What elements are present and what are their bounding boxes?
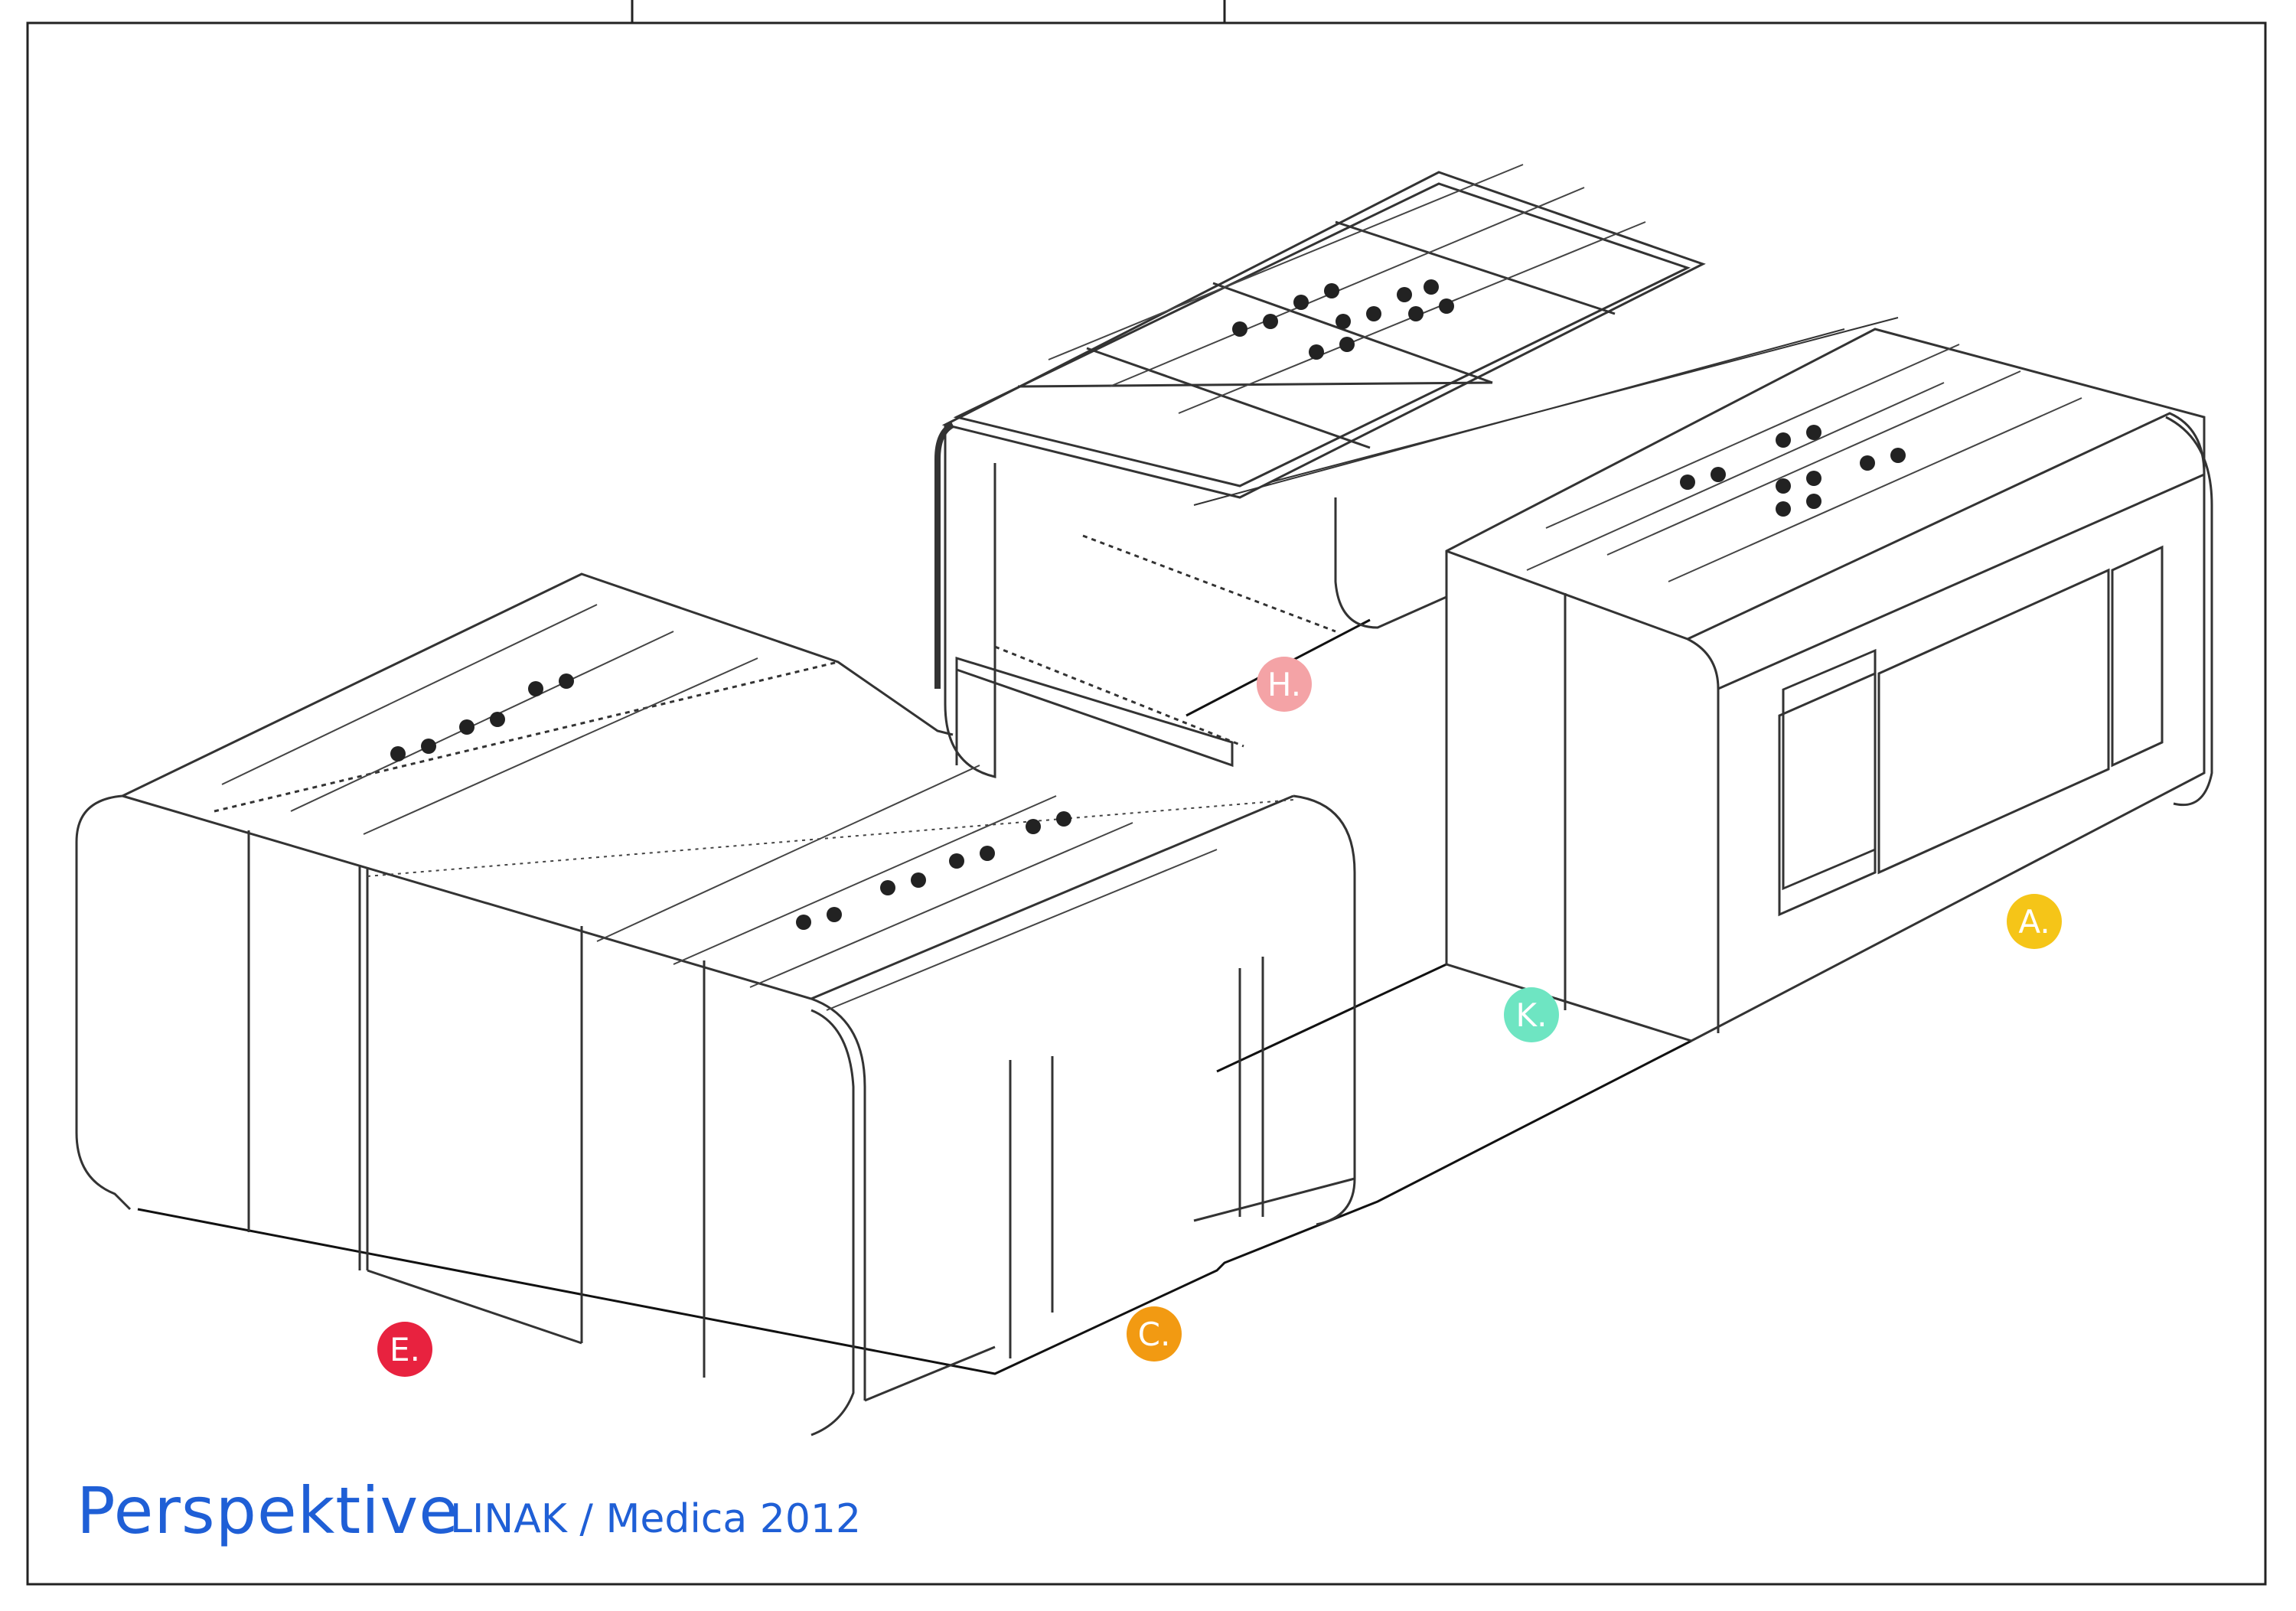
drawing-title: Perspektive (77, 1473, 459, 1548)
upper-ceiling-frame (934, 171, 1899, 778)
zone-marker-k: K. (1504, 987, 1559, 1042)
left-module (75, 572, 1356, 1437)
floor-outline (137, 618, 1692, 1375)
right-module (1445, 328, 2213, 1042)
zone-marker-c: C. (1127, 1306, 1182, 1362)
zone-marker-h: H. (1257, 657, 1312, 712)
project-caption: LINAK / Medica 2012 (450, 1496, 862, 1542)
left-module-light-fixtures (390, 673, 1071, 930)
right-module-ceiling-grid (1526, 344, 2082, 582)
right-module-light-fixtures (1680, 425, 1906, 517)
upper-frame-ceiling-grid (1048, 164, 1646, 414)
left-module-ceiling-grid (221, 604, 1294, 1011)
zone-marker-a: A. (2007, 894, 2062, 949)
sheet-frame (26, 0, 2267, 1586)
zone-marker-e: E. (377, 1322, 432, 1377)
upper-frame-light-fixtures (1232, 279, 1454, 360)
